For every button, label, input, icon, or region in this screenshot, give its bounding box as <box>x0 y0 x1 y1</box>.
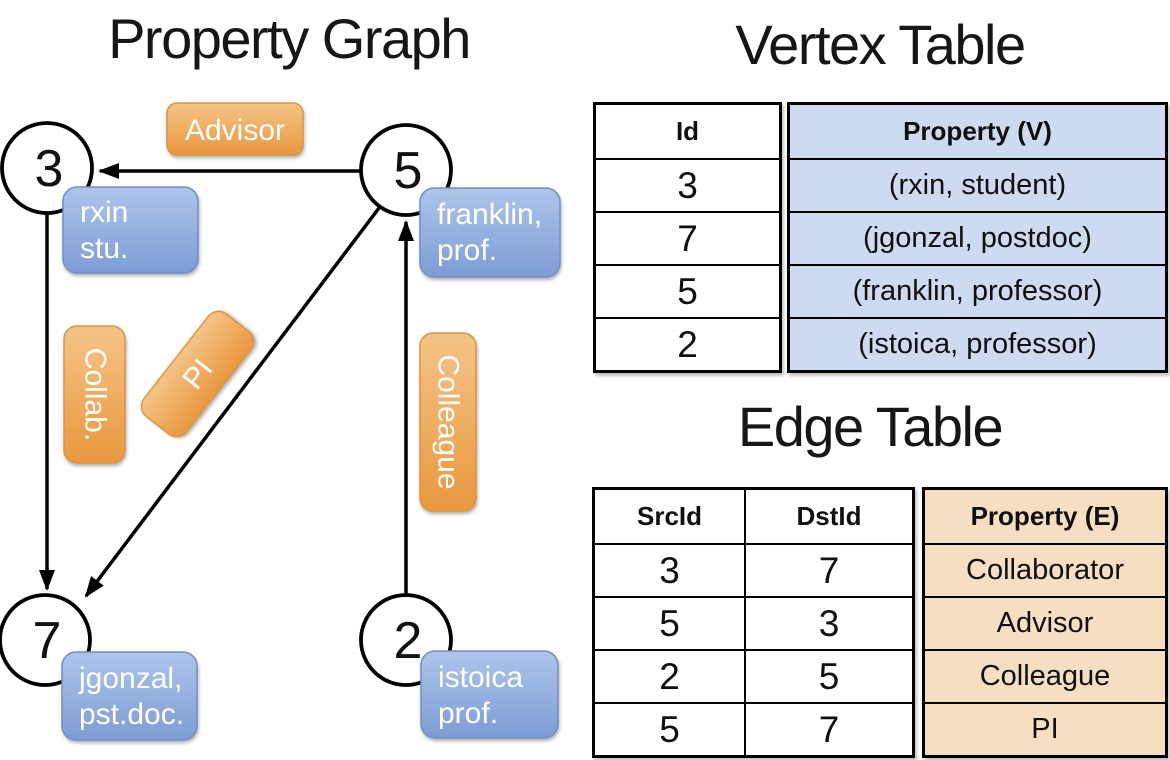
edge-label-pi: PI <box>140 310 255 438</box>
edge-table-property-column: Property (E) Collaborator Advisor Collea… <box>922 487 1168 758</box>
edge-label-advisor: Advisor <box>166 102 304 156</box>
vertex-label-istoica: istoica prof. <box>420 650 559 739</box>
edge-dstid-cell: 3 <box>744 596 912 649</box>
istoica-label-line1: istoica <box>438 661 523 694</box>
rxin-label-line2: stu. <box>80 232 128 265</box>
vertex-property-cell: (jgonzal, postdoc) <box>790 211 1165 264</box>
edge-dstid-cell: 7 <box>744 702 912 755</box>
node-2-id: 2 <box>394 612 423 670</box>
edge-dstid-header: DstId <box>744 490 912 543</box>
rxin-label-line1: rxin <box>80 196 128 229</box>
collab-label-text: Collab. <box>79 348 112 441</box>
istoica-label-line2: prof. <box>438 697 498 730</box>
vertex-id-header: Id <box>675 116 700 146</box>
edge-dstid-cell: 5 <box>744 649 912 702</box>
edge-srcid-cell: 5 <box>595 596 744 649</box>
edge-srcid-header: SrcId <box>636 501 703 531</box>
pi-label-box <box>140 310 255 438</box>
jgonzal-label-line2: pst.doc. <box>79 698 184 731</box>
vertex-id-cell: 5 <box>596 264 779 317</box>
vertex-id-cell: 3 <box>596 158 779 211</box>
edge-label-collab: Collab. <box>63 325 126 464</box>
node-3-id: 3 <box>35 140 64 198</box>
edge-dstid-cell: 7 <box>744 543 912 596</box>
edge-property-cell: Collaborator <box>925 543 1165 596</box>
vertex-id-cell: 2 <box>596 317 779 370</box>
istoica-label-box <box>420 650 559 739</box>
edge-property-cell: Colleague <box>925 649 1165 702</box>
edge-srcid-cell: 5 <box>595 702 744 755</box>
vertex-label-rxin: rxin stu. <box>62 186 199 274</box>
vertex-table-id-column: Id 3 7 5 2 <box>593 102 782 373</box>
colleague-label-box <box>419 332 477 512</box>
vertex-property-cell: (franklin, professor) <box>790 264 1165 317</box>
colleague-label-text: Colleague <box>432 354 465 489</box>
vertex-table-title: Vertex Table <box>735 13 1026 76</box>
vertex-id-cell: 7 <box>596 211 779 264</box>
edge-property-cell: Advisor <box>925 596 1165 649</box>
vertex-property-header: Property (V) <box>903 116 1052 146</box>
franklin-label-line2: prof. <box>437 234 497 267</box>
rxin-label-box <box>62 186 199 274</box>
vertex-table-property-column: Property (V) (rxin, student) (jgonzal, p… <box>787 102 1168 373</box>
vertex-label-jgonzal: jgonzal, pst.doc. <box>61 651 198 741</box>
vertex-property-cell: (istoica, professor) <box>790 317 1165 370</box>
edge-label-colleague: Colleague <box>419 332 477 512</box>
vertex-property-cell: (rxin, student) <box>790 158 1165 211</box>
node-5-id: 5 <box>394 142 423 200</box>
edge-table-id-columns: SrcId DstId 3 7 5 3 2 5 5 7 <box>592 487 915 758</box>
franklin-label-box <box>419 187 561 278</box>
edge-srcid-cell: 2 <box>595 649 744 702</box>
jgonzal-label-line1: jgonzal, <box>78 662 182 695</box>
advisor-label-box <box>166 102 304 156</box>
franklin-label-line1: franklin, <box>437 198 542 231</box>
edge-property-header: Property (E) <box>970 501 1120 531</box>
jgonzal-label-box <box>61 651 198 741</box>
property-graph-title: Property Graph <box>108 7 471 70</box>
property-graph-diagram: 3 5 7 2 Advisor Collab. PI Collea <box>0 102 561 741</box>
advisor-label-text: Advisor <box>185 114 285 147</box>
edge-5-to-7 <box>84 206 381 598</box>
collab-label-box <box>63 325 126 464</box>
edge-table-title: Edge Table <box>737 395 1004 458</box>
edge-srcid-cell: 3 <box>595 543 744 596</box>
node-7-id: 7 <box>33 612 62 670</box>
edge-property-cell: PI <box>925 702 1165 755</box>
vertex-label-franklin: franklin, prof. <box>419 187 561 278</box>
